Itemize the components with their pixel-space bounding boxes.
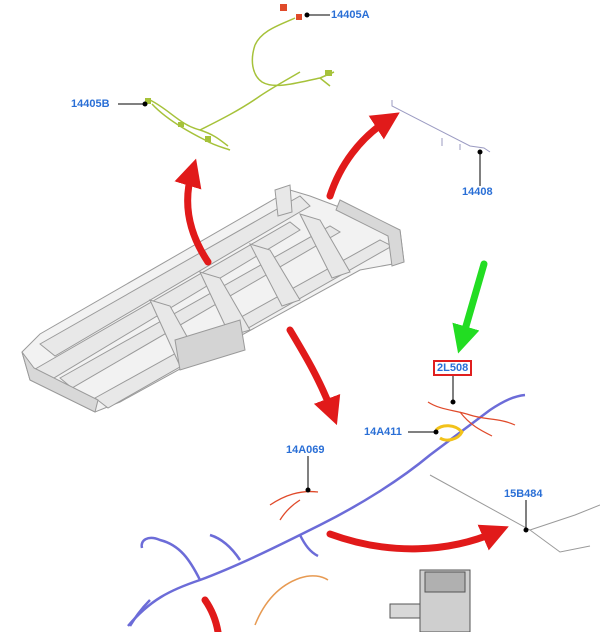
chassis-frame xyxy=(21,184,405,413)
harness-15B484-tube xyxy=(429,474,600,553)
green-arrow xyxy=(452,260,488,354)
callout-14405A[interactable]: 14405A xyxy=(331,9,370,21)
callout-14A411[interactable]: 14A411 xyxy=(364,426,402,438)
connector-14A411 xyxy=(434,424,464,442)
compressor xyxy=(389,569,471,632)
leader-lines xyxy=(118,12,529,533)
harness-14405B xyxy=(149,17,335,151)
callout-2L508[interactable]: 2L508 xyxy=(433,360,473,376)
callout-14408[interactable]: 14408 xyxy=(462,186,493,198)
harness-15B484-main xyxy=(127,393,526,627)
connector-14405A xyxy=(280,4,302,20)
callout-15B484[interactable]: 15B484 xyxy=(504,488,543,500)
harness-2L508 xyxy=(427,401,516,437)
callout-14405B[interactable]: 14405B xyxy=(71,98,110,110)
red-arrows xyxy=(174,112,509,632)
callout-14A069[interactable]: 14A069 xyxy=(286,444,325,456)
connectors-14405B xyxy=(145,70,332,142)
harness-14408 xyxy=(391,100,491,153)
harness-14A069 xyxy=(269,490,319,521)
harness-orange-lower xyxy=(254,575,329,626)
